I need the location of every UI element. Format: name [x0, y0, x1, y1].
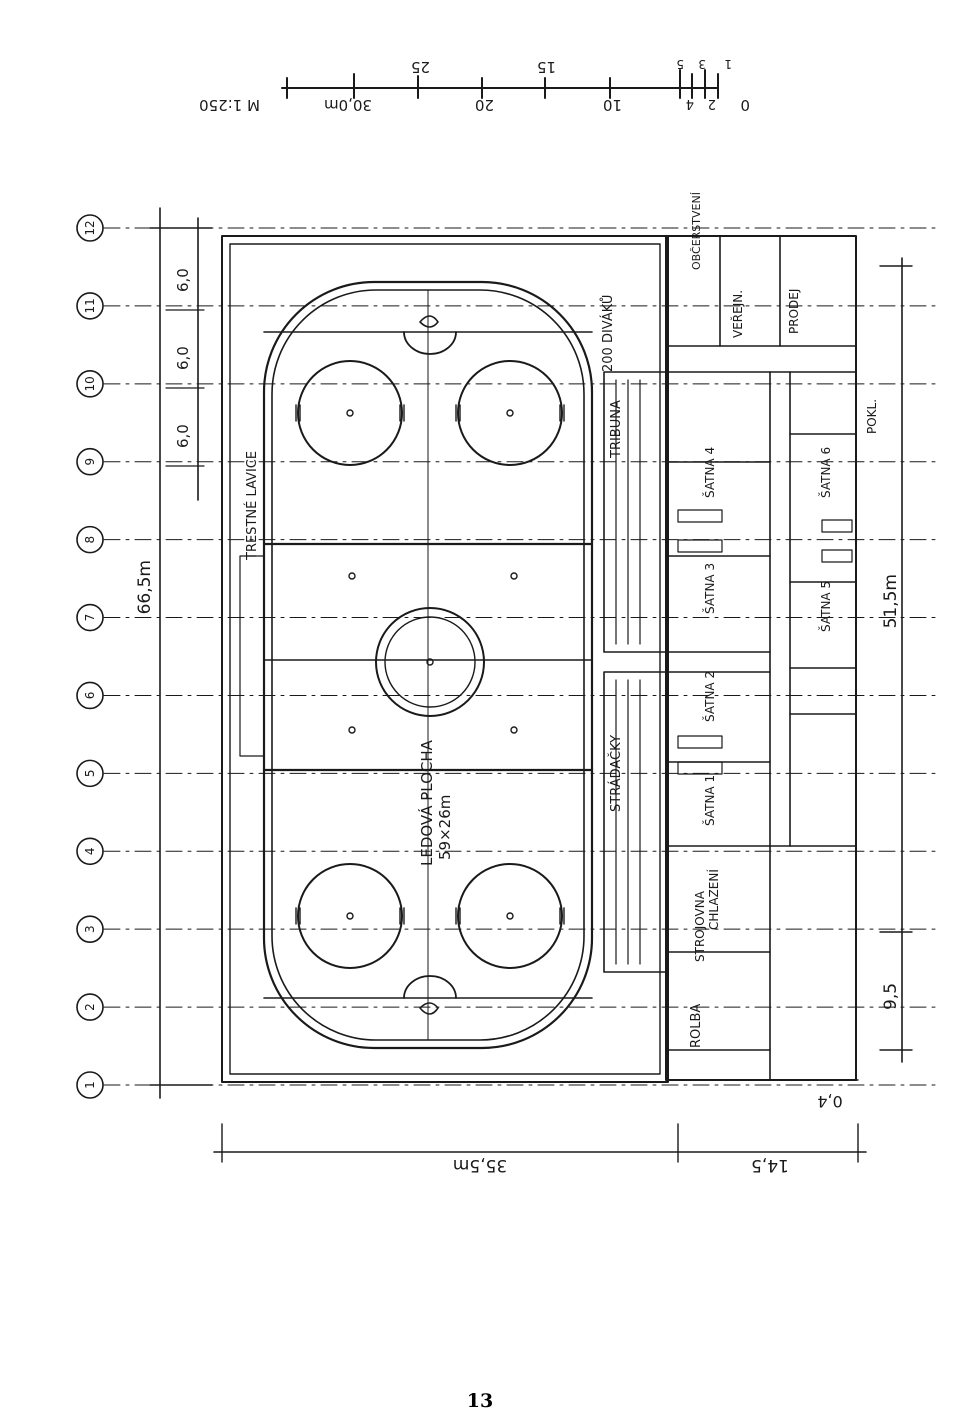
grid-axis-bubble-12 — [76, 214, 104, 242]
grid-axis-label-7: 7 — [83, 614, 97, 622]
dim-side-end: 9,5 — [881, 983, 901, 1010]
scale-tick-0: 0 — [740, 96, 750, 114]
grid-axis-bubble-6 — [76, 681, 104, 710]
page-number: 13 — [466, 1390, 494, 1412]
cash-label: POKL. — [865, 399, 879, 434]
grid-axis-label-5: 5 — [83, 770, 97, 778]
locker-2-label: ŠATNA 2 — [702, 671, 717, 722]
scale-label: M 1:250 — [199, 96, 260, 114]
grid-axis-label-1: 1 — [83, 1081, 97, 1089]
benches-label: TRESTNÉ LAVICE — [244, 451, 260, 561]
grid-axis-bubble-10 — [76, 370, 104, 398]
dim-width-side: 14,5 — [751, 1155, 789, 1175]
scale-bar: M 1:250 0 2 4 10 15 20 25 30,0m 1 3 5 — [199, 57, 750, 114]
wc-public-label: VEŘEJN. — [730, 290, 745, 338]
grid-axis-label-12: 12 — [83, 220, 97, 235]
left-dimensions: 66,5m 6,0 6,0 6,0 — [135, 207, 213, 1099]
bottom-dimensions: 35,5m 14,5 0,4 — [213, 1079, 867, 1175]
dim-side-length: 51,5m — [881, 574, 901, 628]
machinery-label-2: CHLAZENÍ — [706, 869, 721, 930]
grid-axis-bubble-5 — [76, 759, 104, 788]
refreshments-label: OBČERSTVENÍ — [690, 192, 703, 270]
scale-tick-30: 30,0m — [324, 96, 372, 114]
scale-small-1: 1 — [724, 57, 732, 71]
grid-axis-label-6: 6 — [83, 692, 97, 700]
locker-5-label: ŠATNA 5 — [818, 581, 833, 632]
dim-width-main: 35,5m — [453, 1155, 507, 1175]
ice-rink: LEDOVÁ PLOCHA 59×26m TRESTNÉ LAVICE — [244, 280, 594, 1050]
standing-label: STRÁDAČKY — [608, 735, 624, 812]
dim-bay-b: 6,0 — [174, 346, 192, 370]
stands: TRIBUNA 200 DIVÁKŮ STRÁDAČKY — [600, 295, 667, 973]
grid-axis-bubble-9 — [76, 447, 104, 476]
dim-offset: 0,4 — [817, 1092, 842, 1111]
grid-axis-bubble-11 — [76, 292, 104, 320]
grid-axis-label-8: 8 — [83, 536, 97, 544]
scale-tick-4: 4 — [686, 96, 694, 111]
grid-axis-bubble-3 — [76, 915, 104, 943]
scale-tick-15: 15 — [537, 58, 556, 76]
building-outline — [221, 235, 669, 1083]
scale-tick-20: 20 — [475, 96, 494, 114]
locker-6-label: ŠATNA 6 — [818, 447, 833, 498]
grid-axis-bubble-4 — [76, 837, 104, 866]
right-dimensions: 51,5m 9,5 — [879, 257, 913, 1063]
service-wing: ROLBA STROJOVNA CHLAZENÍ ŠATNA 1 ŠATNA 2… — [665, 192, 879, 1081]
grid-axis-bubble-2 — [76, 993, 104, 1021]
dim-bay-c: 6,0 — [174, 424, 192, 448]
scale-small-3: 3 — [698, 57, 706, 71]
scale-tick-2: 2 — [708, 96, 716, 111]
shop-label: PRODEJ — [787, 289, 801, 334]
machinery-label-1: STROJOVNA — [693, 890, 707, 962]
resurfacer-label: ROLBA — [689, 1004, 704, 1048]
locker-3-label: ŠATNA 3 — [702, 563, 717, 614]
grid-axis-label-10: 10 — [83, 376, 97, 391]
floor-plan: M 1:250 0 2 4 10 15 20 25 30,0m 1 3 5 12… — [76, 57, 941, 1175]
dim-bay-a: 6,0 — [174, 268, 192, 292]
grid-axis-bubble-1 — [76, 1071, 104, 1099]
scale-tick-10: 10 — [603, 96, 622, 114]
grid-axis-label-11: 11 — [83, 298, 97, 313]
locker-1-label: ŠATNA 1 — [702, 775, 717, 826]
grid-axis-bubble-8 — [76, 525, 104, 554]
dim-total-length: 66,5m — [135, 560, 155, 614]
ice-label: LEDOVÁ PLOCHA — [417, 739, 436, 866]
locker-4-label: ŠATNA 4 — [702, 447, 717, 498]
grid-axis-label-4: 4 — [83, 847, 97, 855]
ice-size-label: 59×26m — [436, 795, 454, 860]
grid-axis-label-9: 9 — [83, 458, 97, 466]
grid-axis-label-3: 3 — [83, 925, 97, 933]
grid-axis-label-2: 2 — [83, 1003, 97, 1011]
scale-small-5: 5 — [676, 57, 684, 71]
stands-capacity-label: 200 DIVÁKŮ — [600, 295, 616, 372]
stands-label: TRIBUNA — [609, 400, 624, 459]
grid-axis-bubble-7 — [76, 603, 104, 632]
scale-tick-25: 25 — [411, 58, 430, 76]
